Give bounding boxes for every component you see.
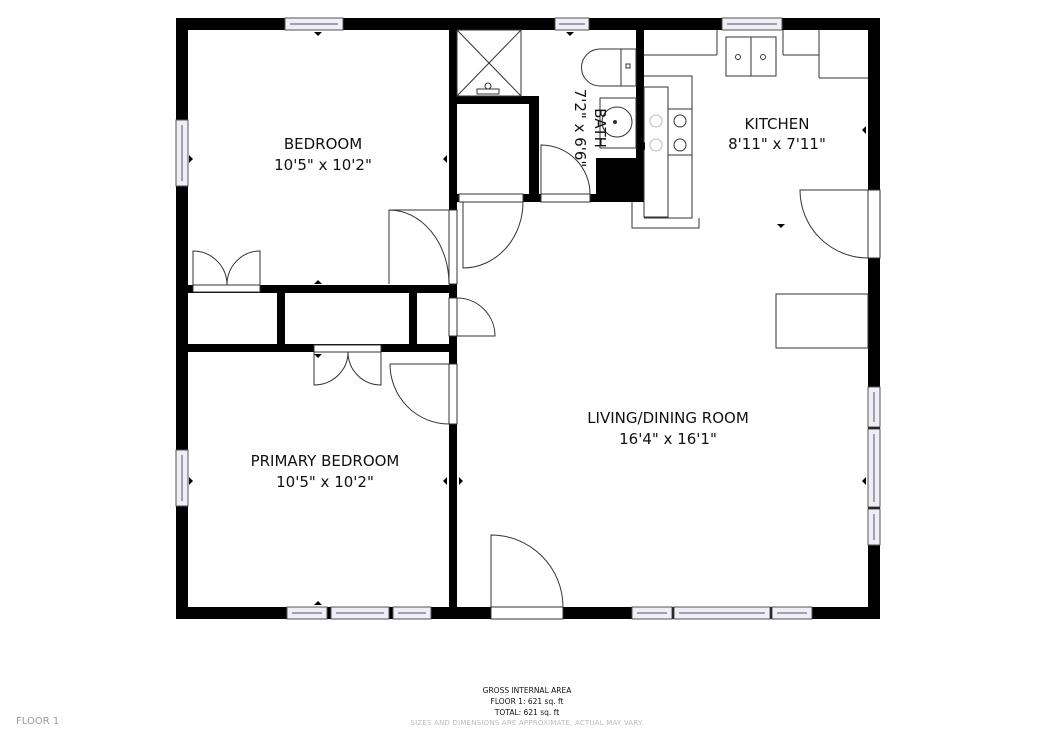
kitchen-dimensions: 8'11" x 7'11"	[728, 135, 826, 153]
bedroom-dimensions: 10'5" x 10'2"	[274, 156, 372, 174]
total-area: TOTAL: 621 sq. ft	[494, 708, 560, 717]
primary-bedroom-dimensions: 10'5" x 10'2"	[276, 473, 374, 491]
kitchen-fixtures	[631, 30, 869, 349]
disclaimer: SIZES AND DIMENSIONS ARE APPROXIMATE, AC…	[410, 719, 644, 727]
floor-area: FLOOR 1: 621 sq. ft	[490, 697, 564, 706]
kitchen-name: KITCHEN	[745, 115, 810, 133]
bedroom-name: BEDROOM	[284, 135, 362, 153]
room-labels: BEDROOM 10'5" x 10'2" BATH 7'2" x 6'6" K…	[251, 89, 826, 491]
bath-name: BATH	[591, 108, 609, 148]
bath-fixtures	[456, 29, 637, 149]
gross-area-title: GROSS INTERNAL AREA	[482, 686, 572, 695]
doors	[192, 144, 881, 620]
living-dining-name: LIVING/DINING ROOM	[587, 409, 749, 427]
floor-label: FLOOR 1	[16, 716, 60, 727]
primary-bedroom-name: PRIMARY BEDROOM	[251, 452, 400, 470]
bath-dimensions: 7'2" x 6'6"	[571, 89, 589, 168]
markers	[189, 32, 866, 605]
living-dining-dimensions: 16'4" x 16'1"	[619, 430, 717, 448]
windows	[175, 17, 881, 620]
